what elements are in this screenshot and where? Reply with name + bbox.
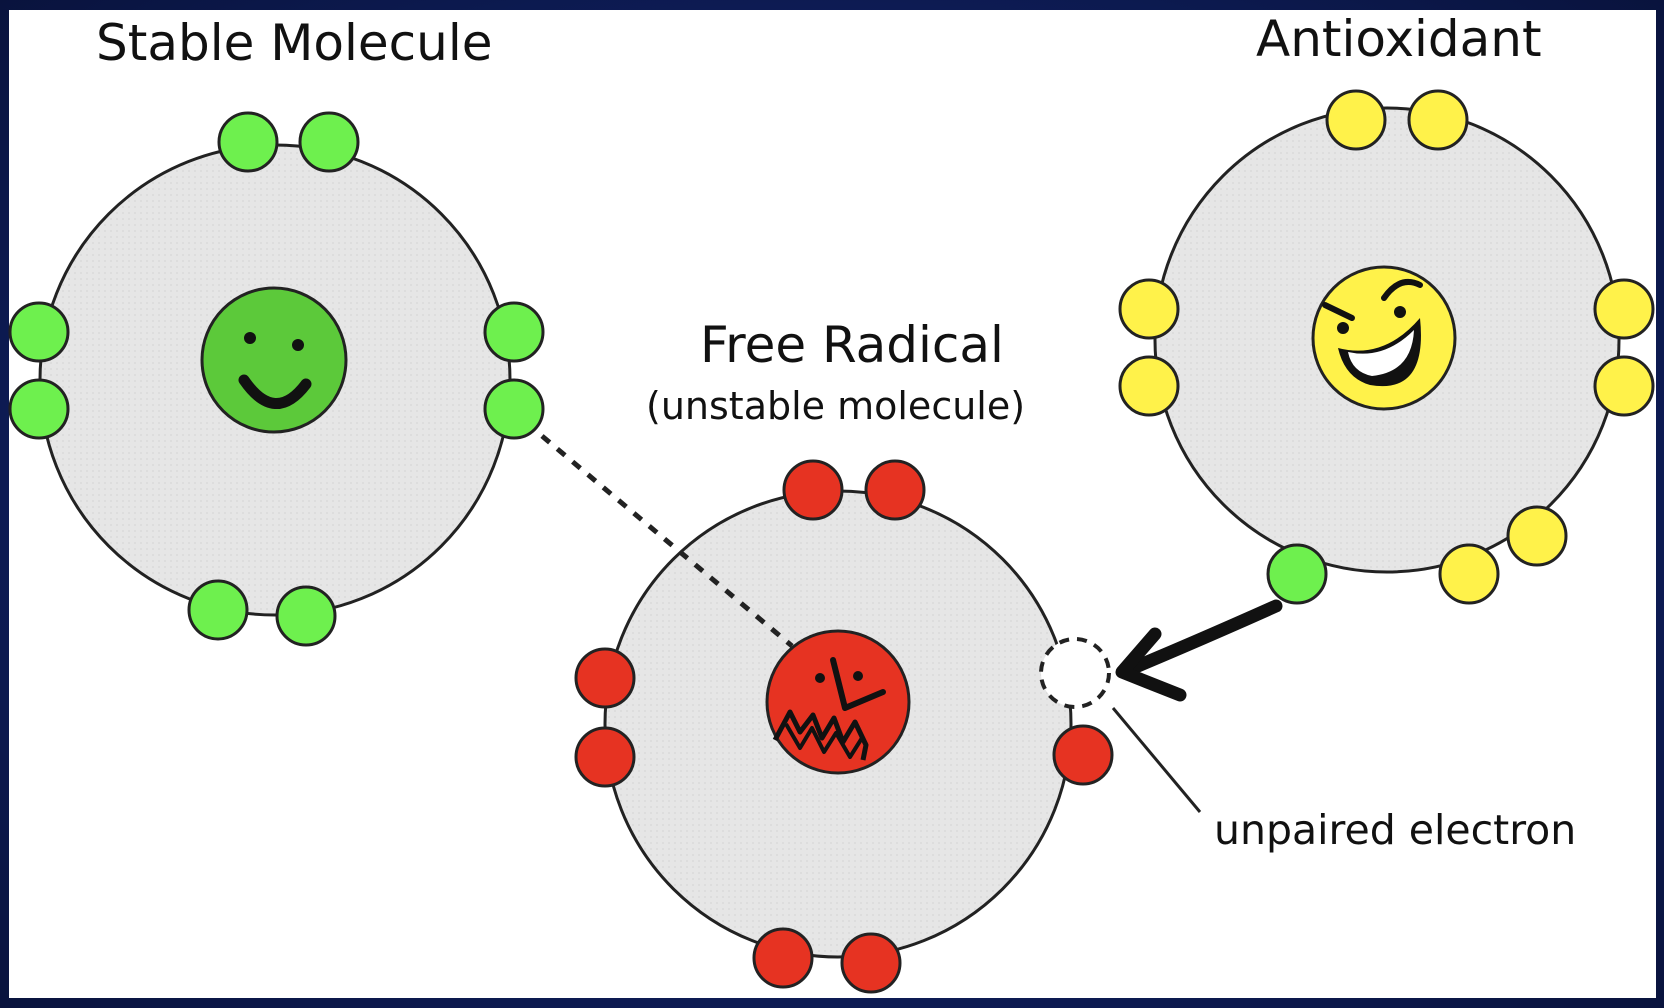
electron [1118, 355, 1180, 417]
electron [1593, 355, 1655, 417]
electron [1407, 89, 1469, 151]
electron [840, 932, 902, 994]
dashed-connector [540, 434, 794, 648]
electron [8, 378, 70, 440]
donated-electron [1266, 543, 1328, 605]
electron [1593, 278, 1655, 340]
electron [1118, 278, 1180, 340]
electron [187, 579, 249, 641]
free-radical-label: Free Radical [700, 316, 1004, 374]
free-radical [574, 459, 1114, 994]
label-pointer-line [1111, 707, 1202, 813]
electron [483, 301, 545, 363]
electron [1325, 89, 1387, 151]
stable-molecule-label: Stable Molecule [96, 14, 493, 72]
empty-electron-slot [1039, 637, 1111, 709]
free-radical-sublabel: (unstable molecule) [646, 384, 1026, 428]
electron [1506, 505, 1568, 567]
curved-arrow-icon [1115, 599, 1283, 702]
electron [574, 647, 636, 709]
electron [752, 927, 814, 989]
antioxidant-label: Antioxidant [1256, 10, 1542, 68]
angry-face-icon [765, 629, 911, 775]
electron [782, 459, 844, 521]
unpaired-electron-label: unpaired electron [1214, 806, 1577, 854]
antioxidant-molecule [1118, 89, 1655, 605]
electron [8, 301, 70, 363]
grinning-face-icon [1311, 265, 1457, 411]
electron [1052, 724, 1114, 786]
electron [298, 111, 360, 173]
stable-molecule [8, 111, 545, 647]
electron [864, 459, 926, 521]
electron [574, 726, 636, 788]
electron [483, 378, 545, 440]
happy-face-icon [200, 286, 348, 434]
electron [275, 585, 337, 647]
electron [217, 111, 279, 173]
electron [1438, 543, 1500, 605]
